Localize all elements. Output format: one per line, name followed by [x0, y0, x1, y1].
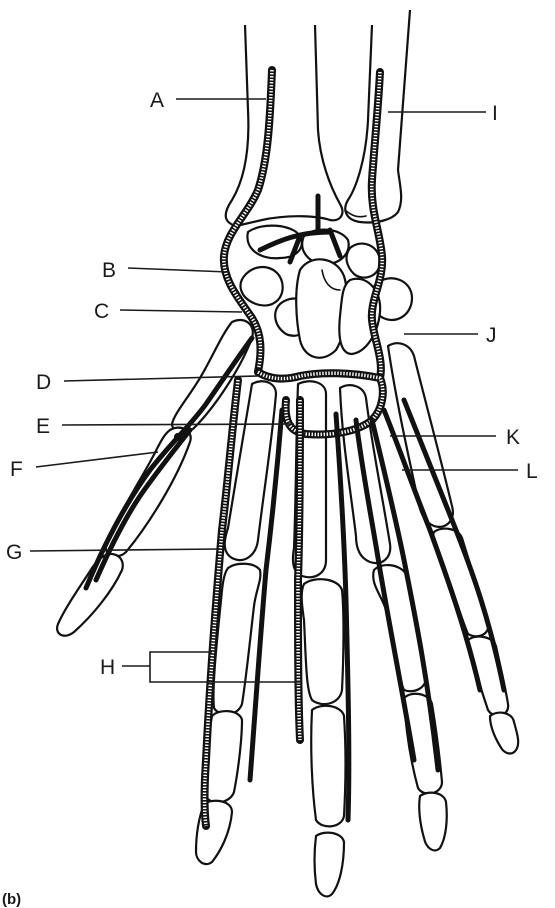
middle-distal-phalanx: [315, 833, 345, 897]
thumb-distal-phalanx: [57, 554, 123, 636]
label-G: G: [6, 541, 22, 564]
middle-proximal-phalanx: [302, 579, 344, 704]
label-B: B: [102, 259, 116, 282]
label-F: F: [10, 458, 23, 481]
leader-E: [62, 424, 294, 425]
label-A: A: [150, 89, 164, 112]
triquetrum-bone: [347, 244, 380, 278]
finger-phalanges: [196, 529, 518, 897]
middle-middle-phalanx: [311, 706, 345, 827]
label-I: I: [492, 102, 498, 125]
trapezium-bone: [241, 267, 283, 306]
radius-bone: [226, 25, 343, 226]
label-D: D: [36, 371, 51, 394]
capitate-bone: [296, 259, 347, 357]
label-L: L: [526, 460, 538, 483]
label-E: E: [36, 415, 50, 438]
leader-C: [120, 310, 242, 312]
label-C: C: [94, 300, 109, 323]
panel-label: (b): [2, 891, 21, 908]
leader-F: [36, 452, 158, 467]
ring-distal-phalanx: [419, 793, 447, 851]
little-distal-phalanx: [490, 713, 518, 754]
label-K: K: [506, 426, 520, 449]
leader-G: [30, 549, 220, 551]
label-J: J: [486, 324, 497, 347]
label-H: H: [100, 656, 115, 679]
leader-B: [128, 268, 228, 272]
